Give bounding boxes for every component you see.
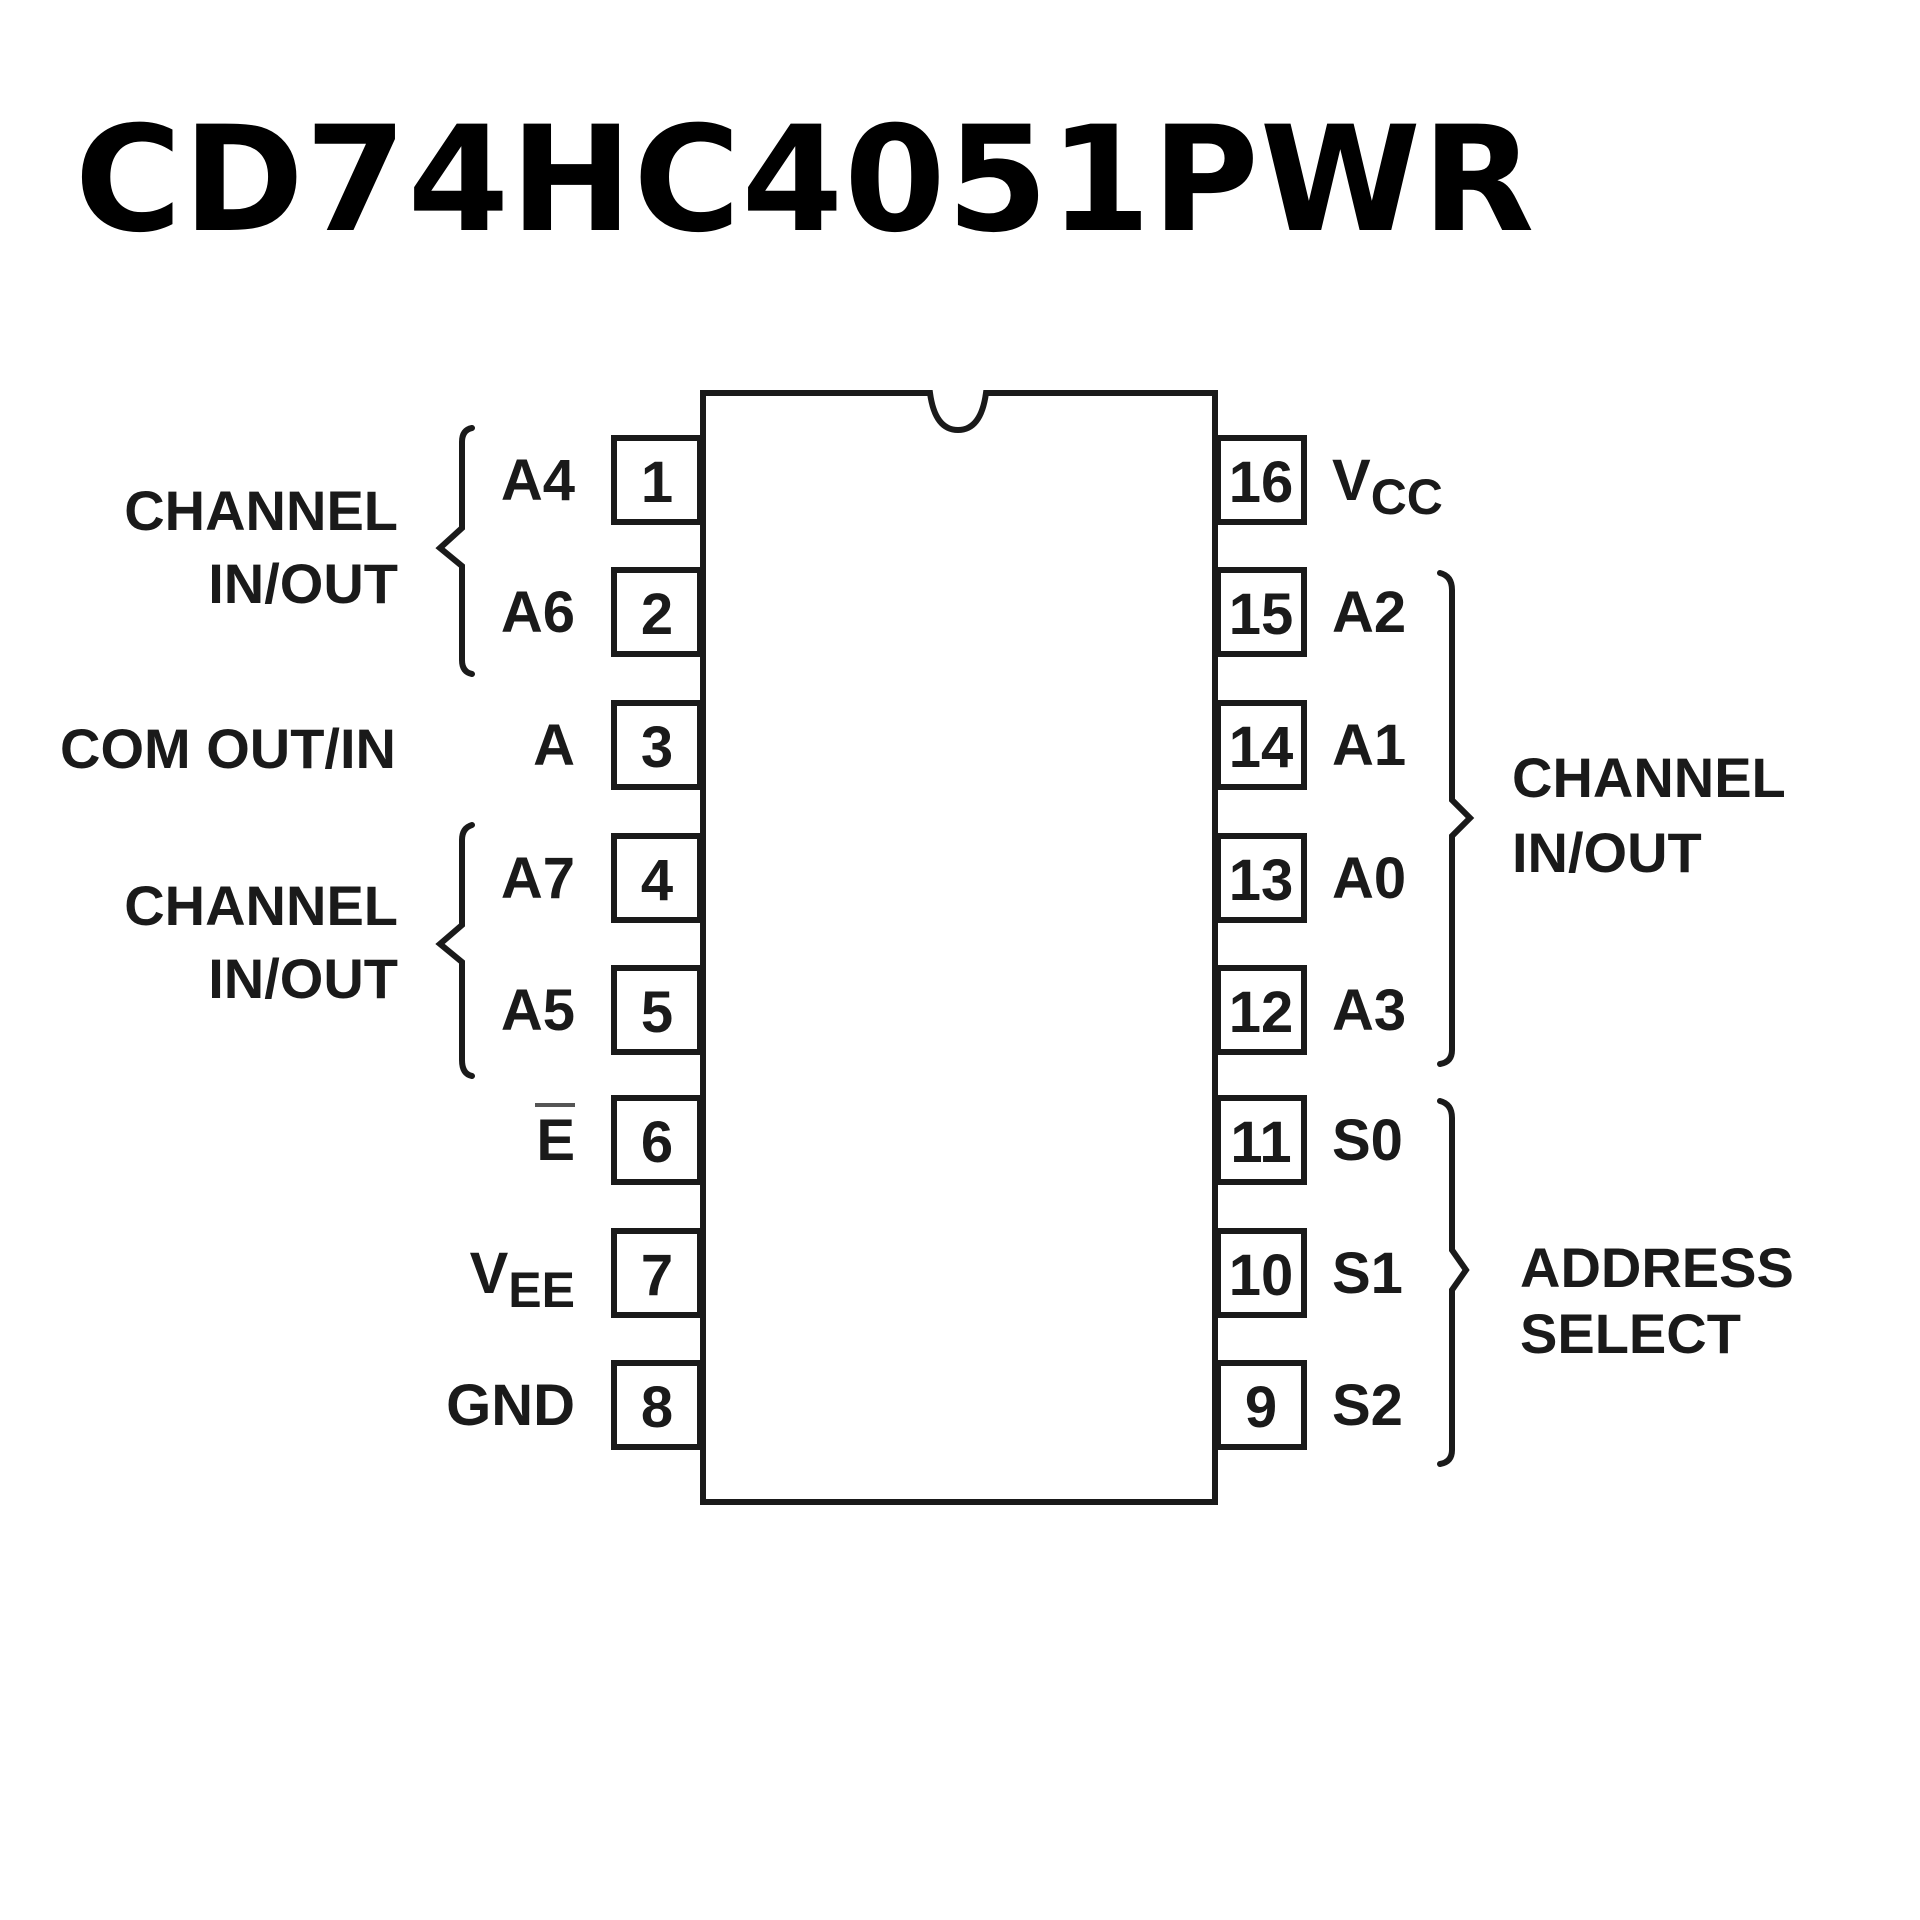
group-label-right-channel-2: IN/OUT <box>1512 821 1702 884</box>
pin-box <box>1215 1095 1307 1185</box>
pin-5: 5 A5 <box>501 965 703 1055</box>
pin-13: 13 A0 <box>1215 833 1406 923</box>
pin-name: A <box>533 713 575 778</box>
pin-number: 5 <box>641 980 673 1045</box>
chip-title: CD74HC4051PWR <box>74 95 1536 265</box>
pin-name: A4 <box>501 448 575 513</box>
group-label-right-address-1: ADDRESS <box>1520 1236 1794 1299</box>
pin-box <box>611 1228 703 1318</box>
pin-number: 2 <box>641 582 673 647</box>
pin-name: A3 <box>1332 978 1406 1043</box>
pin-name: A6 <box>501 580 575 645</box>
pin-box <box>1215 700 1307 790</box>
group-label-right-channel-1: CHANNEL <box>1512 746 1786 809</box>
pin-box <box>611 435 703 525</box>
chip-body <box>700 390 1218 1505</box>
pin-name: S1 <box>1332 1241 1403 1306</box>
pin-12: 12 A3 <box>1215 965 1406 1055</box>
pin-number: 7 <box>641 1243 673 1308</box>
pin-number: 8 <box>641 1375 673 1440</box>
pin-number: 6 <box>641 1110 673 1175</box>
pin-box <box>611 1360 703 1450</box>
pin-9: 9 S2 <box>1215 1360 1403 1450</box>
pin-number: 4 <box>641 848 673 913</box>
pin-name: S0 <box>1332 1108 1403 1173</box>
pin-6: 6E <box>535 1095 703 1185</box>
pin-name: VEE <box>470 1241 575 1318</box>
pin-name: GND <box>446 1373 575 1438</box>
pin-name: A7 <box>501 846 575 911</box>
pin-4: 4 A7 <box>501 833 703 923</box>
pin-name: A2 <box>1332 580 1406 645</box>
pin-10: 10 S1 <box>1215 1228 1403 1318</box>
pin-number: 14 <box>1229 715 1294 780</box>
pin-number: 1 <box>641 450 673 515</box>
pin-14: 14 A1 <box>1215 700 1406 790</box>
pin-name: VCC <box>1332 448 1443 525</box>
pin-box <box>1215 965 1307 1055</box>
pin-name: S2 <box>1332 1373 1403 1438</box>
group-label-left-bottom-1: CHANNEL <box>124 874 398 937</box>
pin-2: 2 A6 <box>501 567 703 657</box>
pin-box <box>1215 833 1307 923</box>
pin-box <box>611 833 703 923</box>
pin-box <box>611 700 703 790</box>
pin-number: 16 <box>1229 450 1294 515</box>
pin-box <box>1215 1360 1307 1450</box>
pin-number: 15 <box>1229 582 1294 647</box>
pin-box <box>1215 435 1307 525</box>
pin-name: A5 <box>501 978 575 1043</box>
pin-8: 8 GND <box>446 1360 703 1450</box>
pin-number: 11 <box>1230 1110 1291 1175</box>
brace-left-bottom <box>435 822 475 1079</box>
pin-name: E <box>536 1108 575 1173</box>
brace-left-top <box>435 425 475 677</box>
pin-box <box>611 567 703 657</box>
pin-16: 16 VCC <box>1215 435 1443 525</box>
pin-number: 13 <box>1229 848 1294 913</box>
pin-number: 3 <box>641 715 673 780</box>
pin-box <box>611 1095 703 1185</box>
pin-number: 12 <box>1229 980 1294 1045</box>
com-label: COM OUT/IN <box>60 717 396 780</box>
pin-name: A0 <box>1332 846 1406 911</box>
group-label-left-top-1: CHANNEL <box>124 479 398 542</box>
pin-box <box>1215 1228 1307 1318</box>
pin-number: 10 <box>1229 1243 1294 1308</box>
pin-3: 3A <box>533 700 703 790</box>
pin-1: 1 A4 <box>501 435 703 525</box>
group-label-right-address-2: SELECT <box>1520 1302 1741 1365</box>
group-label-left-top-2: IN/OUT <box>208 552 398 615</box>
pin-name: A1 <box>1332 713 1406 778</box>
pin-7: 7 VEE <box>470 1228 703 1318</box>
pin-11: 11 S0 <box>1215 1095 1403 1185</box>
pin-15: 15 A2 <box>1215 567 1406 657</box>
pin-number: 9 <box>1245 1375 1277 1440</box>
brace-right-address <box>1437 1098 1470 1467</box>
pin-box <box>1215 567 1307 657</box>
brace-right-channel <box>1437 570 1475 1067</box>
pin-box <box>611 965 703 1055</box>
group-label-left-bottom-2: IN/OUT <box>208 947 398 1010</box>
